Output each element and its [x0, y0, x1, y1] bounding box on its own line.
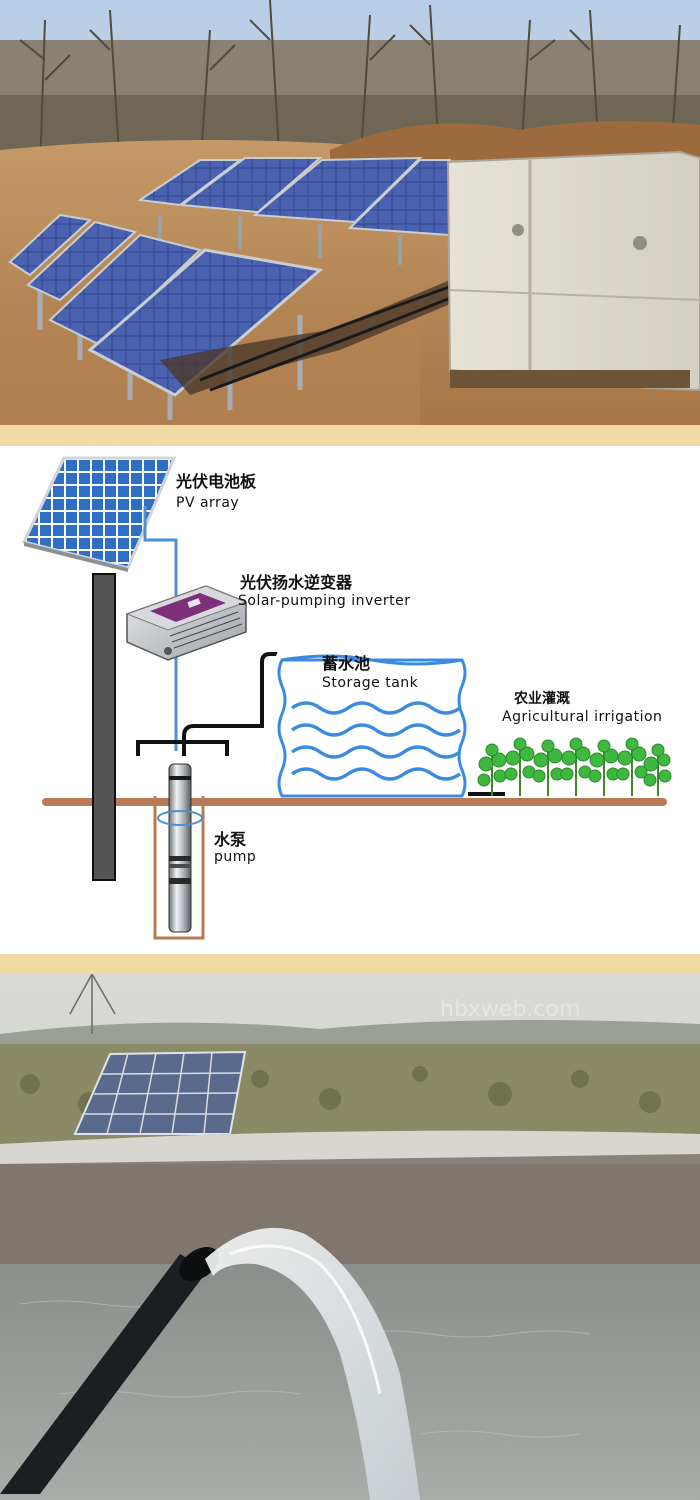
inverter-label-cn: 光伏扬水逆变器: [240, 573, 353, 592]
submersible-pump-icon: [157, 763, 203, 933]
pv-array-label-en: PV array: [176, 495, 240, 511]
solar-field-illustration: [0, 0, 700, 425]
pump-label-en: pump: [214, 849, 257, 865]
water-outlet-photo: hbxweb.com: [0, 974, 700, 1500]
inverter-label-en: Solar-pumping inverter: [238, 593, 411, 609]
crop-icon: [477, 737, 672, 796]
water-jet: [205, 1227, 420, 1500]
well-casing: [153, 796, 205, 940]
tank-label-cn: 蓄水池: [322, 654, 371, 673]
water-hose-icon: [0, 1246, 219, 1494]
inverter-icon: [125, 585, 248, 661]
watermark-text: hbxweb.com: [440, 997, 580, 1022]
storage-tank-icon: [276, 644, 476, 798]
pv-mount-pole: [92, 573, 116, 881]
solar-field-photo: [0, 0, 700, 425]
system-diagram: 光伏电池板 PV array 光伏扬水逆变器 Solar-pumping inv…: [0, 446, 700, 954]
tank-label-en: Storage tank: [322, 675, 419, 691]
irrigation-label-en: Agricultural irrigation: [502, 709, 663, 725]
ground-line: [42, 798, 667, 806]
water-outlet-illustration: hbxweb.com: [0, 974, 700, 1500]
system-diagram-graphics: [21, 456, 672, 940]
water-pipe-to-tank: [182, 652, 300, 756]
irrigation-label-cn: 农业灌溉: [514, 691, 570, 707]
solar-panel-background-icon: [73, 1050, 247, 1135]
pump-label-cn: 水泵: [214, 830, 247, 849]
pv-array-label-cn: 光伏电池板: [176, 472, 257, 491]
solar-panel-icon: [21, 456, 177, 572]
